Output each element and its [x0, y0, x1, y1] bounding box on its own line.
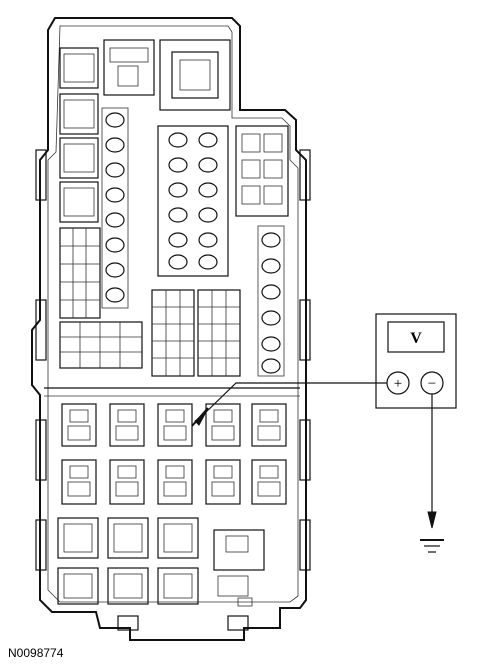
relay-row-1 — [61, 403, 287, 447]
mini-fuse-block-center — [157, 125, 229, 277]
large-relays — [57, 517, 199, 605]
bottom-right-components — [213, 529, 265, 607]
left-side-tabs — [35, 149, 47, 571]
multi-pin-connector — [59, 321, 143, 369]
fuse-grid-center — [151, 289, 241, 377]
voltmeter-display — [387, 321, 445, 353]
figure-id-caption: N0098774 — [8, 646, 64, 660]
ground-symbol-icon — [420, 511, 444, 553]
negative-terminal-symbol: − — [428, 376, 436, 392]
mini-fuse-column-left — [101, 107, 129, 309]
relay-row-2 — [61, 459, 287, 505]
voltmeter-display-unit: V — [410, 330, 422, 347]
bottom-tab — [117, 615, 249, 631]
test-probe-icon — [194, 411, 207, 426]
fuse-box-inner-outline — [47, 25, 299, 603]
positive-terminal-symbol: + — [394, 376, 402, 392]
right-side-tabs — [299, 149, 311, 571]
top-connectors — [103, 39, 231, 111]
probe-shaft — [191, 407, 209, 427]
fuse-grid-left — [59, 227, 101, 319]
right-connectors — [235, 125, 289, 217]
mini-fuse-column-right — [257, 225, 285, 377]
positive-test-lead — [201, 382, 387, 417]
fuse-box-housing — [31, 17, 307, 641]
maxi-fuse-column — [59, 47, 99, 223]
